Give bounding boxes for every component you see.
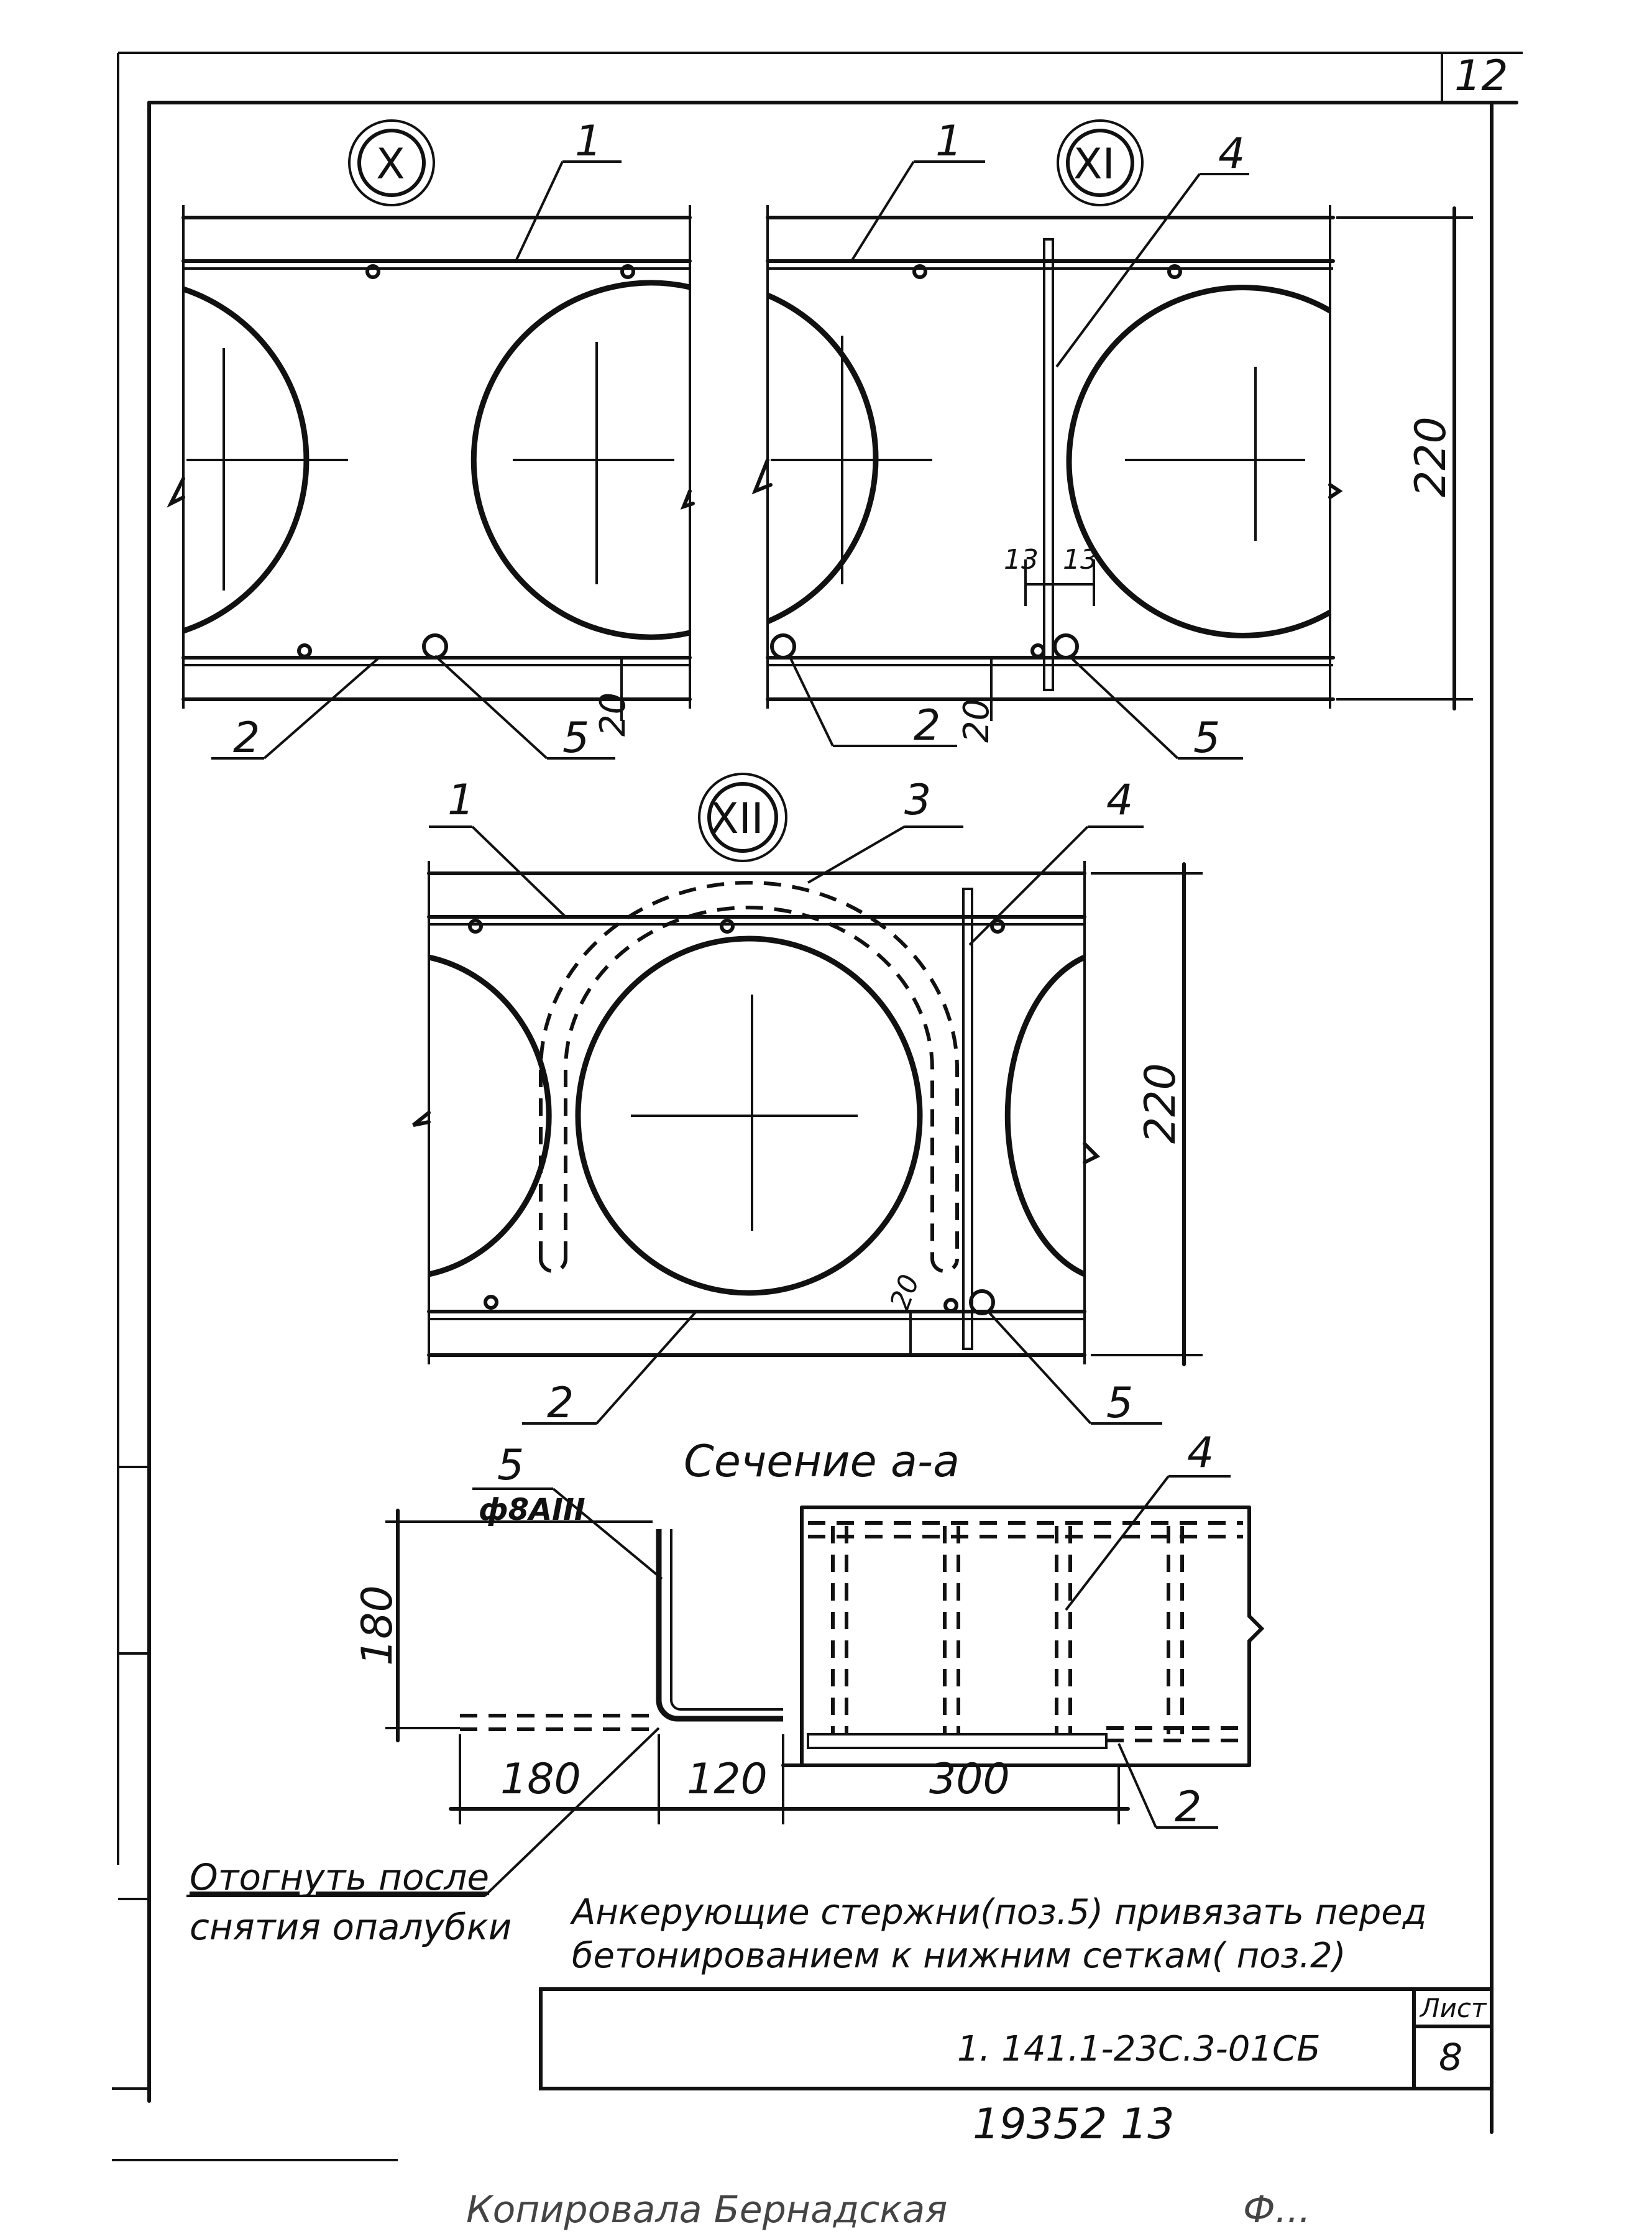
detail-x-pos-1: 1 (575, 117, 602, 166)
detail-xii-pos-3: 3 (904, 776, 931, 825)
detail-xi-dim-220: 220 (1406, 416, 1456, 497)
section-dim-300: 300 (929, 1755, 1010, 1804)
stamp-bottom: 19352 13 (973, 2100, 1174, 2149)
note-bend-line2: снятия опалубки (190, 1906, 512, 1948)
detail-xii-dim-20: 20 (884, 1271, 925, 1314)
detail-xi-pos-1: 1 (935, 117, 962, 166)
detail-xi-marker: XI (1073, 140, 1115, 189)
section-title: Сечение а-а (684, 1436, 960, 1487)
detail-xii-pos-2: 2 (547, 1379, 574, 1428)
section-dim-180-vert: 180 (353, 1585, 402, 1666)
detail-xi-dim-20: 20 (957, 699, 997, 743)
detail-xii-pos-5: 5 (1106, 1379, 1133, 1428)
detail-xi: XI (751, 119, 1473, 760)
detail-xii-pos-4: 4 (1106, 776, 1133, 825)
section-dim-180: 180 (500, 1755, 581, 1804)
detail-xii-pos-1: 1 (447, 776, 474, 825)
detail-xi-pos-5: 5 (1193, 714, 1220, 763)
title-doc-code: 1. 141.1-23С.3-01СБ (957, 2029, 1321, 2069)
detail-x-pos-2: 2 (233, 714, 260, 763)
detail-x-marker: X (376, 140, 405, 189)
section-bar-spec: ф8АIII (479, 1492, 585, 1527)
detail-x-dim-20: 20 (593, 692, 633, 737)
detail-xii-marker: XII (710, 794, 764, 844)
page-number: 12 (1454, 52, 1508, 101)
detail-xi-pos-4: 4 (1218, 129, 1245, 178)
title-block (539, 1987, 1494, 2090)
title-sheet-number: 8 (1439, 2036, 1462, 2079)
note-line-2: бетонированием к нижним сеткам( поз.2) (572, 1936, 1346, 1976)
footer-left: Копировала Бернадская (466, 2188, 947, 2232)
detail-x-pos-5: 5 (562, 714, 589, 763)
footer-right: Ф... (1243, 2188, 1311, 2232)
section-pos-5: 5 (497, 1441, 524, 1490)
section-dim-120: 120 (687, 1755, 768, 1804)
detail-xi-dim-13a: 13 (1004, 544, 1039, 576)
title-sheet-label: Лист (1419, 1993, 1487, 2023)
section-a-a (186, 1475, 1265, 1897)
note-bend-line1: Отогнуть после (190, 1856, 489, 1898)
sheet-frame (112, 52, 1523, 2161)
detail-xi-pos-2: 2 (914, 701, 940, 750)
detail-x: X 20 (167, 119, 695, 760)
detail-xii-dim-220: 220 (1136, 1063, 1185, 1144)
section-pos-4: 4 (1187, 1428, 1214, 1478)
detail-xii: XII (412, 773, 1203, 1425)
detail-xi-dim-13b: 13 (1063, 544, 1098, 576)
section-pos-2: 2 (1175, 1783, 1201, 1832)
note-line-1: Анкерующие стержни(поз.5) привязать пере… (570, 1892, 1426, 1933)
